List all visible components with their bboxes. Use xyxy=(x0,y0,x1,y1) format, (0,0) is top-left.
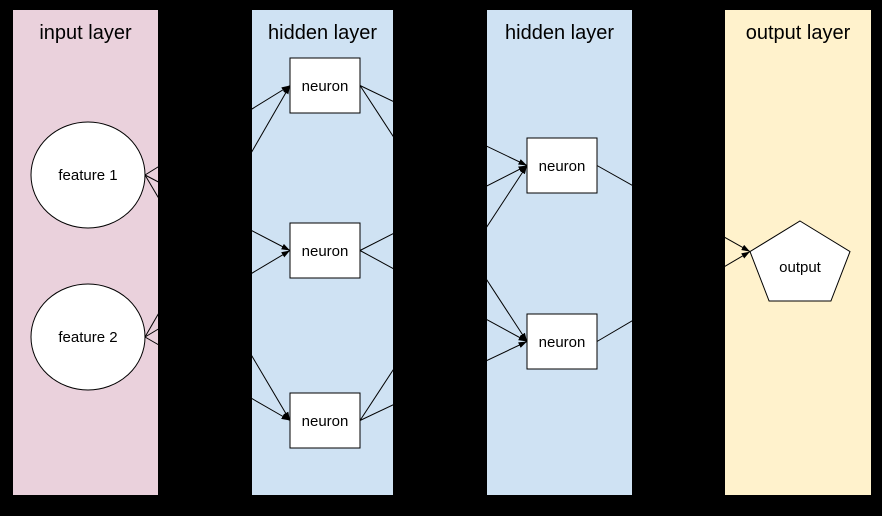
node-h1-neuron-3 xyxy=(289,392,361,449)
edge-feature2-h1neuron1 xyxy=(144,85,291,338)
nodes: feature 1 feature 2 neuron neuron neuron… xyxy=(30,57,851,449)
node-feature-1 xyxy=(30,121,146,229)
edge-h1neuron3-h2neuron2 xyxy=(359,341,528,421)
edges xyxy=(144,85,751,421)
output-layer-title: output layer xyxy=(746,22,851,44)
node-h1-neuron-1-label: neuron xyxy=(302,78,349,95)
edge-h2neuron1-output xyxy=(596,165,751,253)
edge-feature2-h1neuron3 xyxy=(144,336,291,421)
edge-h1neuron1-h2neuron1 xyxy=(359,85,528,166)
edge-h1neuron3-h2neuron1 xyxy=(359,165,528,421)
node-feature-2 xyxy=(30,283,146,391)
hidden-layer-1-title: hidden layer xyxy=(268,22,377,44)
node-h1-neuron-2-label: neuron xyxy=(302,243,349,260)
hidden-layer-2-title: hidden layer xyxy=(505,22,614,44)
node-h1-neuron-1 xyxy=(289,57,361,114)
node-output-pentagon xyxy=(749,220,851,302)
hidden-layer-2-panel xyxy=(487,10,632,495)
edge-h1neuron2-h2neuron2 xyxy=(359,250,528,342)
input-layer-title: input layer xyxy=(39,22,132,44)
edge-h1neuron2-h2neuron1 xyxy=(359,165,528,251)
edge-h2neuron2-output xyxy=(596,251,751,342)
node-h2-neuron-1 xyxy=(526,137,598,194)
edge-feature1-h1neuron3 xyxy=(144,174,291,421)
edge-feature2-h1neuron2 xyxy=(144,250,291,338)
edge-h1neuron1-h2neuron2 xyxy=(359,85,528,342)
edge-feature1-h1neuron2 xyxy=(144,174,291,251)
node-h2-neuron-2 xyxy=(526,313,598,370)
node-feature-2-label: feature 2 xyxy=(58,329,117,346)
node-h1-neuron-3-label: neuron xyxy=(302,413,349,430)
node-h2-neuron-2-label: neuron xyxy=(539,334,586,351)
node-output-label: output xyxy=(779,259,822,276)
node-feature-1-label: feature 1 xyxy=(58,167,117,184)
node-h1-neuron-2 xyxy=(289,222,361,279)
node-h2-neuron-1-label: neuron xyxy=(539,158,586,175)
input-layer-panel xyxy=(13,10,158,495)
edge-feature1-h1neuron1 xyxy=(144,85,291,176)
